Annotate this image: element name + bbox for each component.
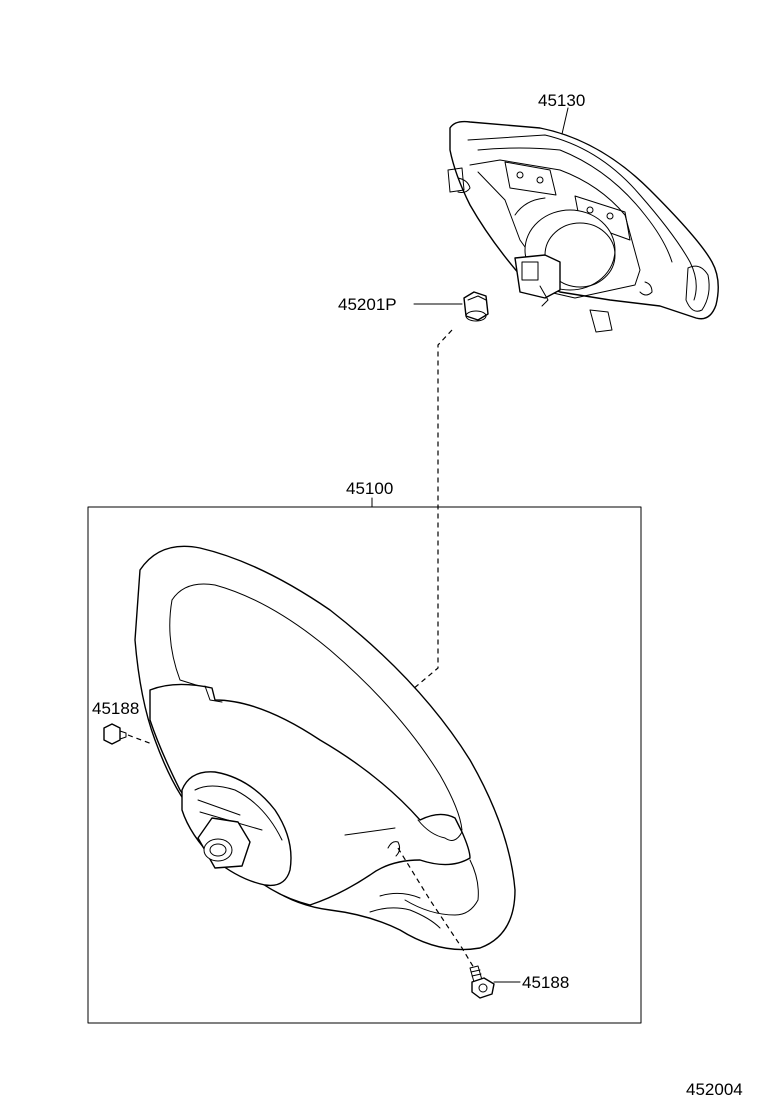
axis-screw-right [397,847,475,969]
label-45100: 45100 [346,479,393,498]
figure-number: 452004 [686,1080,743,1099]
screw-45188-right [469,965,495,999]
assembly-axis-line [339,329,453,753]
label-45188-right: 45188 [522,973,569,992]
steering-pad-45130 [447,120,719,333]
label-45130: 45130 [538,91,585,110]
wheel-assembly-frame [87,506,642,1024]
screw-45188-left [103,723,127,745]
label-45201p: 45201P [338,295,397,314]
nut-45201p [463,291,489,322]
steering-wheel-45100 [134,545,516,951]
axis-screw-left [127,734,153,745]
label-45188-left: 45188 [92,699,139,718]
leader-45130 [561,107,569,135]
